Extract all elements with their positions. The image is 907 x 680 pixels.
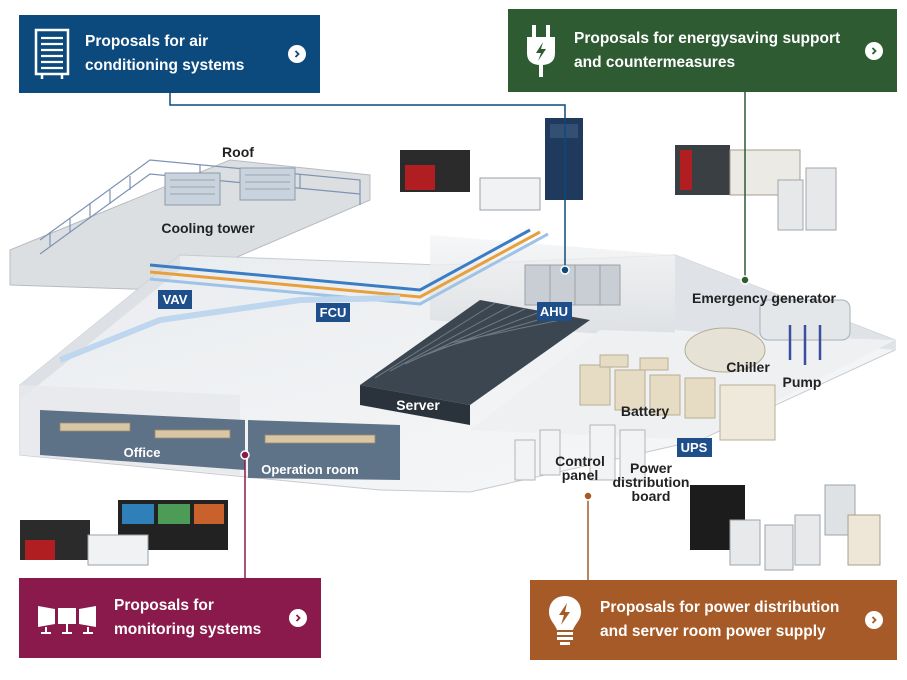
monitoring-products [20, 500, 228, 566]
power-board-label-line2: distribution [613, 474, 690, 490]
office-label: Office [124, 445, 161, 460]
panel-title-line2: and server room power supply [600, 623, 826, 640]
fcu-label: FCU [320, 305, 347, 320]
panel-title-line1: Proposals for power distribution [600, 599, 840, 616]
callout-dots [240, 265, 750, 501]
operation-room-label: Operation room [261, 462, 359, 477]
cooling-tower-label: Cooling tower [161, 220, 255, 236]
air-conditioning-proposals-text: Proposals for air conditioning systems [85, 30, 288, 78]
monitoring-proposals-panel[interactable]: Proposals for monitoring systems [19, 578, 321, 658]
panel-title-line2: conditioning systems [85, 57, 245, 74]
chevron-right-icon[interactable] [288, 45, 306, 63]
ac-products [400, 118, 583, 211]
callout-lines [169, 92, 746, 580]
duct-lines [58, 228, 549, 363]
ups-label: UPS [681, 440, 708, 455]
server-racks [360, 300, 590, 425]
office-desks [59, 422, 376, 444]
vav-label: VAV [163, 292, 188, 307]
chevron-right-icon[interactable] [289, 609, 307, 627]
server-label: Server [396, 397, 440, 413]
product-images [20, 118, 881, 571]
energy-products [675, 145, 837, 231]
energy-saving-proposals-text: Proposals for energysaving support and c… [574, 27, 865, 75]
light-bulb-icon [530, 594, 600, 646]
power-distribution-proposals-panel[interactable]: Proposals for power distribution and ser… [530, 580, 897, 660]
ahu-units [524, 264, 621, 306]
battery-blocks [579, 354, 716, 419]
panel-title-line1: Proposals for [114, 597, 214, 614]
panel-title-line2: monitoring systems [114, 621, 262, 638]
badges [158, 290, 712, 457]
chiller-label: Chiller [726, 359, 770, 375]
power-board-label-line1: Power [630, 460, 673, 476]
panel-title-line2: and countermeasures [574, 53, 736, 71]
air-conditioning-proposals-panel[interactable]: Proposals for air conditioning systems [19, 15, 320, 93]
chevron-right-icon[interactable] [865, 611, 883, 629]
power-distribution-proposals-text: Proposals for power distribution and ser… [600, 596, 865, 644]
ahu-label: AHU [540, 304, 568, 319]
distribution-boards [514, 424, 646, 481]
panel-title-line1: Proposals for energysaving support [574, 29, 841, 47]
control-panel-label-line1: Control [555, 453, 605, 469]
control-panel-label-line2: panel [562, 467, 599, 483]
air-conditioner-icon [19, 28, 85, 80]
chevron-right-icon[interactable] [865, 41, 883, 60]
power-board-label-line3: board [632, 488, 671, 504]
chiller-equipment [684, 299, 851, 441]
roof-area [9, 159, 371, 291]
power-plug-icon [508, 23, 574, 79]
energy-saving-proposals-panel[interactable]: Proposals for energysaving support and c… [508, 9, 897, 92]
monitor-wall-icon [19, 600, 114, 636]
cooling-tower-unit [164, 167, 296, 206]
monitoring-proposals-text: Proposals for monitoring systems [114, 594, 289, 642]
power-products [690, 484, 881, 571]
emergency-generator-label: Emergency generator [692, 290, 836, 306]
pump-label: Pump [783, 374, 822, 390]
panel-title-line1: Proposals for air [85, 33, 209, 50]
battery-label: Battery [621, 403, 669, 419]
roof-label: Roof [222, 144, 254, 160]
